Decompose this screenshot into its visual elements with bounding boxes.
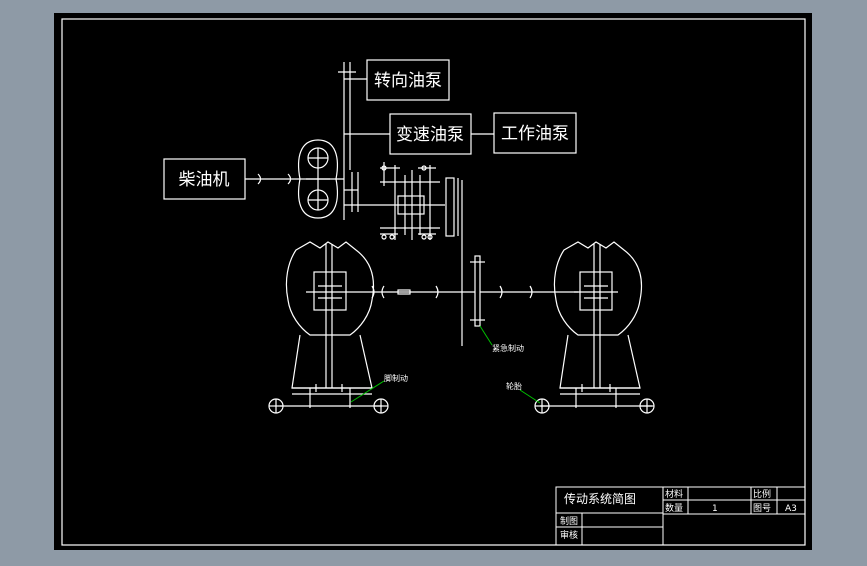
torque-converter <box>297 139 344 219</box>
steering-pump-box <box>366 59 450 101</box>
propeller-shaft-rear <box>480 285 578 299</box>
service-brake-callout: 脚制动 <box>350 373 408 403</box>
quantity-label: 数量 <box>665 502 683 514</box>
drawing-border <box>61 18 806 546</box>
pump-drive-shaft <box>338 62 494 220</box>
drawing-no-label: 图号 <box>753 503 771 514</box>
steering-pump-label: 转向油泵 <box>374 71 442 91</box>
right-wheel-right <box>639 398 655 414</box>
scale-label: 比例 <box>753 488 771 500</box>
right-wheel-left <box>534 398 550 414</box>
work-pump-box <box>493 112 577 154</box>
propeller-shaft-front <box>350 285 475 299</box>
quantity-value: 1 <box>712 504 718 514</box>
tire-callout: 轮胎 <box>506 381 541 404</box>
service-brake-label: 脚制动 <box>384 373 408 383</box>
drafted-by-label: 制图 <box>560 515 578 527</box>
work-pump-label: 工作油泵 <box>501 124 569 144</box>
gearbox <box>344 162 463 346</box>
title-block <box>555 486 806 546</box>
drawing-no-value: A3 <box>785 504 797 514</box>
emergency-brake-label: 紧急制动 <box>492 343 524 353</box>
shift-pump-label: 变速油泵 <box>396 125 464 145</box>
left-wheel-left <box>268 398 284 414</box>
checked-by-label: 审核 <box>560 529 578 541</box>
right-axle-assembly <box>540 241 652 408</box>
left-axle-assembly <box>280 241 382 408</box>
left-wheel-right <box>373 398 389 414</box>
drawing-sheet <box>54 13 812 550</box>
emergency-brake-disc <box>470 255 485 327</box>
drawing-title: 传动系统简图 <box>564 491 636 506</box>
material-label: 材料 <box>665 488 683 500</box>
tire-label: 轮胎 <box>506 381 522 391</box>
emergency-brake-callout: 紧急制动 <box>479 325 524 353</box>
engine-output-shaft <box>245 173 300 185</box>
diesel-engine-label: 柴油机 <box>179 170 230 190</box>
